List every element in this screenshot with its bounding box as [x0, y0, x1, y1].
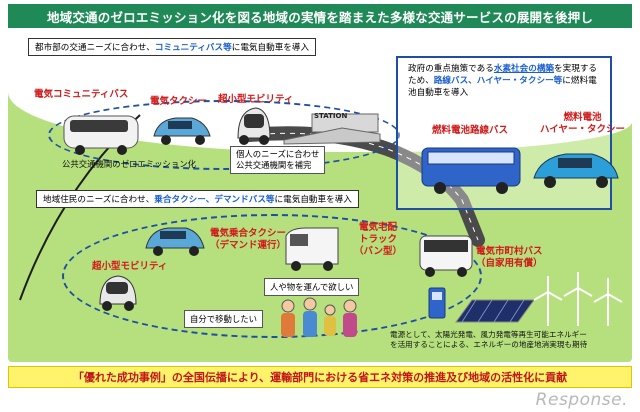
hydrogen-text-pre: 政府の重点施策である — [408, 64, 494, 74]
label-delivery-truck-line3: （バン型） — [354, 246, 402, 257]
label-shared-taxi-line1: 電気乗合タクシー — [210, 228, 287, 239]
community-bus-icon — [63, 115, 139, 155]
callout-transport-goods: 人や物を運んで欲しい — [264, 278, 360, 296]
electric-taxi-icon — [153, 117, 211, 145]
hydrogen-text-underline: 水素社会の構築 — [493, 64, 555, 74]
bottom-banner: 「優れた成功事例」の全国伝播により、運輸部門における省エネ対策の推進及び地域の活… — [8, 366, 632, 388]
callout-complement-line2: 公共交通機関を補完 — [236, 160, 312, 170]
charging-station-icon — [428, 287, 446, 319]
caption-zero-emission: 公共交通機関のゼロエミッション化 — [62, 159, 196, 169]
rural-note-highlight: 乗合タクシー、デマンドバス等 — [154, 195, 275, 205]
fuel-cell-taxi-icon — [533, 153, 619, 188]
hydrogen-text-mid: を実現するため、 — [408, 64, 598, 86]
label-fuel-cell-bus: 燃料電池路線バス — [432, 125, 509, 136]
callout-complement-line1: 個人のニーズに合わせ — [236, 149, 320, 159]
label-town-bus-line1: 電気市町村バス — [476, 246, 543, 257]
town-bus-icon — [419, 235, 473, 277]
rural-intro-note: 地域住民のニーズに合わせ、乗合タクシー、デマンドバス等に電気自動車を導入 — [36, 190, 359, 208]
page-title: 地域交通のゼロエミッション化を図る地域の実情を踏まえた多様な交通サービスの展開を… — [8, 4, 632, 28]
label-fuel-cell-car: 燃料電池 ハイヤー・タクシー — [540, 112, 625, 136]
label-rural-micro-mobility: 超小型モビリティ — [92, 261, 168, 272]
label-fuel-cell-car-line2: ハイヤー・タクシー — [540, 124, 626, 135]
rural-note-pre: 地域住民のニーズに合わせ、 — [43, 195, 155, 205]
shared-taxi-icon — [145, 227, 205, 256]
rural-zone-ellipse — [62, 214, 482, 338]
urban-note-pre: 都市部の交通ニーズに合わせ、 — [35, 43, 155, 53]
fuel-cell-bus-icon — [421, 147, 521, 194]
label-micro-mobility: 超小型モビリティ — [218, 94, 294, 105]
label-shared-taxi: 電気乗合タクシー （デマンド運行） — [210, 228, 286, 252]
hydrogen-text-highlight: 路線バス、ハイヤー・タクシー等 — [433, 76, 563, 86]
micro-mobility-icon — [237, 107, 271, 145]
label-town-bus: 電気市町村バス （自家用有償） — [476, 246, 543, 270]
residents-group-icon — [281, 297, 357, 337]
urban-note-post: に電気自動車を導入 — [231, 43, 310, 53]
label-delivery-truck-line1: 電気宅配 — [358, 222, 397, 233]
callout-self-mobility: 自分で移動したい — [184, 310, 263, 328]
delivery-van-icon — [285, 227, 339, 271]
label-shared-taxi-line2: （デマンド運行） — [210, 240, 287, 251]
hydrogen-text-post: に燃料電池自動車を導入 — [408, 76, 597, 98]
urban-note-highlight: コミュニティバス等 — [154, 43, 232, 53]
label-fuel-cell-car-line1: 燃料電池 — [563, 112, 602, 123]
rural-micro-mobility-icon — [99, 275, 137, 311]
label-delivery-truck: 電気宅配 トラック （バン型） — [354, 222, 402, 258]
energy-note: 電源として、太陽光発電、風力発電等再生可能エネルギー を活用することによる、エネ… — [390, 330, 587, 350]
station-building-icon — [283, 113, 381, 145]
wind-turbines-icon — [533, 272, 623, 326]
station-sign: STATION — [314, 112, 348, 120]
label-electric-community-bus: 電気コミュニティバス — [34, 89, 129, 100]
hydrogen-text: 政府の重点施策である水素社会の構築を実現するため、路線バス、ハイヤー・タクシー等… — [404, 62, 608, 100]
urban-intro-note: 都市部の交通ニーズに合わせ、コミュニティバス等に電気自動車を導入 — [28, 38, 317, 56]
label-town-bus-line2: （自家用有償） — [476, 258, 543, 269]
label-electric-taxi: 電気タクシー — [150, 96, 208, 107]
label-delivery-truck-line2: トラック — [358, 234, 397, 245]
response-watermark: Response. — [535, 390, 628, 410]
energy-note-line2: を活用することによる、エネルギーの地産地消実現も期待 — [390, 340, 588, 349]
energy-note-line1: 電源として、太陽光発電、風力発電等再生可能エネルギー — [390, 330, 587, 339]
solar-panels-icon — [455, 299, 535, 323]
rural-note-post: に電気自動車を導入 — [274, 195, 352, 205]
callout-complement-transit: 個人のニーズに合わせ 公共交通機関を補完 — [230, 146, 326, 174]
urban-zone-ellipse — [48, 100, 400, 170]
